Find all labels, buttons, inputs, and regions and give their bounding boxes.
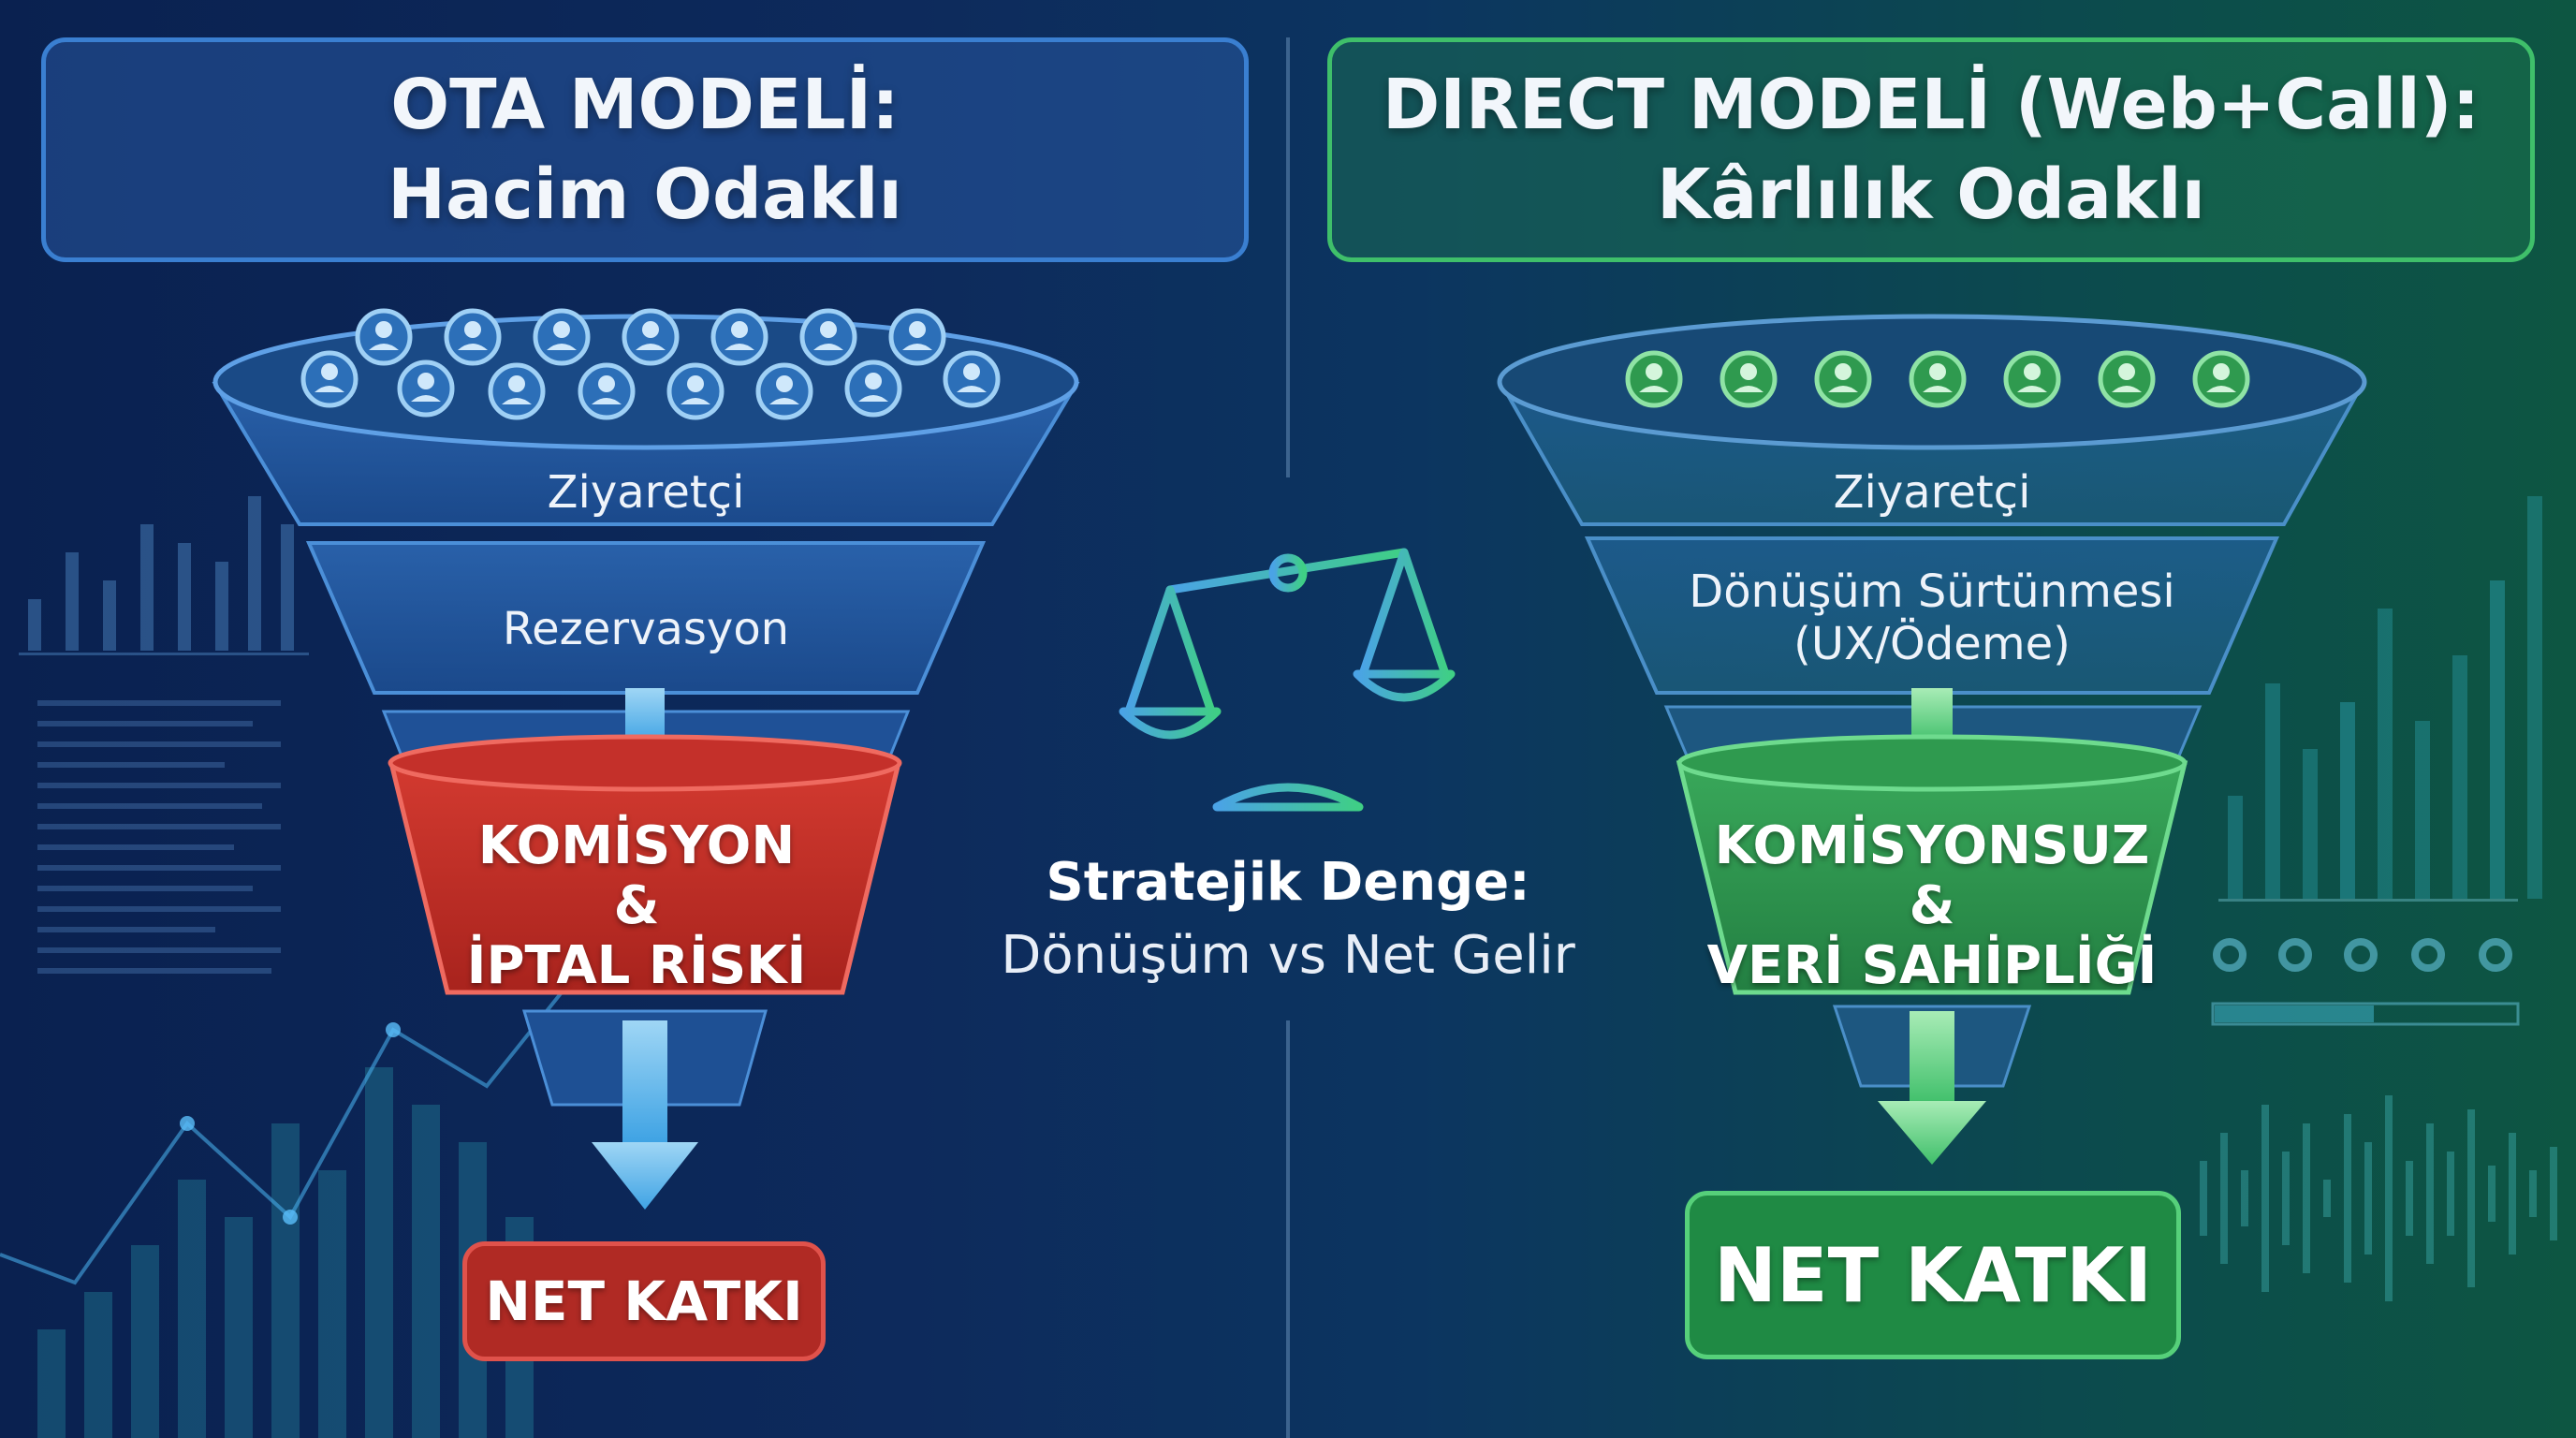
user-icon [300, 350, 359, 408]
right-ring-indicators [2213, 938, 2512, 972]
ota-risk-line2: & [613, 875, 660, 936]
left-bars-top [19, 496, 309, 655]
user-icon [578, 362, 636, 420]
user-icon [2192, 350, 2250, 408]
ota-risk-label: KOMİSYON & İPTAL RİSKİ [467, 816, 807, 996]
ota-header: OTA MODELİ: Hacim Odaklı [41, 37, 1249, 262]
strategic-balance-subtitle: Dönüşüm vs Net Gelir [1001, 925, 1575, 986]
user-icon [533, 308, 591, 366]
user-icon [1814, 350, 1872, 408]
user-icon [888, 308, 946, 366]
user-icon [2098, 350, 2156, 408]
ota-stage-booking-label: Rezervasyon [502, 603, 790, 655]
user-icon [799, 308, 857, 366]
left-trend-points [180, 1022, 401, 1225]
direct-friction-line2: (UX/Ödeme) [1793, 618, 2071, 670]
ota-net-contribution: NET KATKI [462, 1241, 826, 1361]
ota-risk-line3: İPTAL RİSKİ [466, 935, 807, 996]
direct-benefit-cup-rim [1676, 734, 2188, 792]
user-icon [1720, 350, 1778, 408]
direct-benefit-line1: KOMİSYONSUZ [1714, 815, 2150, 876]
center-divider-bottom [1286, 1020, 1290, 1438]
right-wave-bars [2200, 1095, 2557, 1301]
user-icon [710, 308, 768, 366]
center-divider-top [1286, 37, 1290, 477]
left-horizontal-bars [37, 700, 281, 974]
strategic-balance-title: Stratejik Denge: [1046, 852, 1530, 913]
direct-benefit-line2: & [1909, 875, 1955, 936]
user-icon [622, 308, 680, 366]
direct-net-contribution: NET KATKI [1685, 1191, 2181, 1359]
direct-header: DIRECT MODELİ (Web+Call): Kârlılık Odakl… [1327, 37, 2535, 262]
user-icon [844, 360, 902, 418]
right-progress-track [2211, 1002, 2520, 1026]
ota-stage-visitor-label: Ziyaretçi [547, 466, 745, 519]
ota-risk-cup-rim [388, 734, 902, 792]
direct-benefit-label: KOMİSYONSUZ & VERİ SAHİPLİĞİ [1707, 816, 2158, 996]
user-icon [355, 308, 413, 366]
user-icon [397, 360, 455, 418]
direct-funnel-stage-friction [1584, 536, 2280, 695]
ota-visitor-icons [300, 308, 1001, 420]
direct-arrow-to-net [1878, 1011, 1986, 1165]
user-icon [444, 308, 502, 366]
user-icon [488, 362, 546, 420]
ota-arrow-to-net [592, 1020, 698, 1210]
direct-stage-visitor-label: Ziyaretçi [1833, 466, 2031, 519]
direct-title-line2: Kârlılık Odaklı [1657, 154, 2205, 235]
ota-funnel-stage-booking [305, 541, 987, 695]
direct-benefit-line3: VERİ SAHİPLİĞİ [1706, 935, 2158, 996]
right-bars [2218, 496, 2542, 902]
ota-risk-line1: KOMİSYON [477, 815, 796, 876]
user-icon [1909, 350, 1967, 408]
direct-title-line1: DIRECT MODELİ (Web+Call): [1382, 65, 2481, 145]
user-icon [943, 350, 1001, 408]
user-icon [755, 362, 813, 420]
right-progress-fill [2215, 1005, 2374, 1022]
user-icon [666, 362, 724, 420]
user-icon [2003, 350, 2061, 408]
direct-friction-line1: Dönüşüm Sürtünmesi [1689, 565, 2175, 618]
user-icon [1625, 350, 1683, 408]
ota-title-line2: Hacim Odaklı [388, 154, 902, 235]
ota-title-line1: OTA MODELİ: [390, 65, 900, 145]
direct-visitor-icons [1625, 350, 2250, 408]
